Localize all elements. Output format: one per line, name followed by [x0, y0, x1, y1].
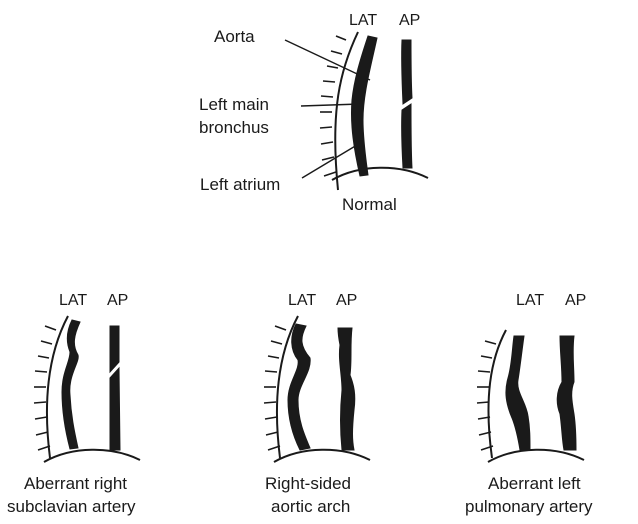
panel3-ap-header: AP: [565, 292, 586, 309]
panel1-diaphragm: [44, 450, 140, 462]
panel3-spine-line: [488, 330, 506, 458]
panel1-caption-line1: Aberrant right: [24, 474, 127, 493]
panel1-ap-esophagus-upper: [110, 326, 119, 372]
normal-lat-header: LAT: [349, 12, 377, 29]
panel3-lat-header: LAT: [516, 292, 544, 309]
panel-right-sided-aortic-arch: LAT AP Right-sided aortic arch: [264, 292, 370, 516]
panel1-lat-esophagus: [62, 320, 80, 449]
panel2-lat-esophagus: [288, 324, 310, 450]
panel2-rib-ticks: [264, 326, 286, 450]
panel2-diaphragm: [274, 450, 370, 462]
normal-ap-header: AP: [399, 12, 420, 29]
panel3-caption-line1: Aberrant left: [488, 474, 581, 493]
normal-diaphragm: [332, 168, 428, 180]
panel1-lat-header: LAT: [59, 292, 87, 309]
panel1-ap-esophagus-lower: [110, 368, 120, 450]
normal-rib-ticks: [320, 36, 346, 176]
panel1-rib-ticks: [34, 326, 56, 450]
panel3-caption-line2: pulmonary artery: [465, 497, 593, 516]
panel-aberrant-left-pulmonary: LAT AP Aberrant left pulmonary artery: [465, 292, 593, 516]
normal-ap-esophagus-lower: [402, 104, 412, 168]
normal-caption: Normal: [342, 195, 397, 214]
panel2-caption-line1: Right-sided: [265, 474, 351, 493]
panel2-lat-header: LAT: [288, 292, 316, 309]
panel2-ap-header: AP: [336, 292, 357, 309]
panel3-ap-esophagus: [557, 336, 576, 450]
panel2-ap-esophagus: [338, 328, 355, 450]
label-bronchus-line1: Left main: [199, 95, 269, 114]
normal-panel: LAT AP Aorta Left main bronchus: [199, 12, 428, 214]
panel1-caption-line2: subclavian artery: [7, 497, 136, 516]
panel3-rib-ticks: [477, 341, 496, 450]
panel-aberrant-right-subclavian: LAT AP Aberrant right subclavian artery: [7, 292, 140, 516]
label-aorta: Aorta: [214, 27, 255, 46]
normal-lat-esophagus: [351, 36, 377, 176]
panel2-caption-line2: aortic arch: [271, 497, 350, 516]
normal-ap-esophagus-upper: [402, 40, 412, 104]
panel3-diaphragm: [488, 450, 584, 462]
label-bronchus-line2: bronchus: [199, 118, 269, 137]
label-atrium: Left atrium: [200, 175, 280, 194]
bronchus-pointer: [301, 104, 360, 106]
panel1-ap-header: AP: [107, 292, 128, 309]
aorta-pointer: [285, 40, 370, 80]
panel3-lat-esophagus: [506, 336, 530, 450]
